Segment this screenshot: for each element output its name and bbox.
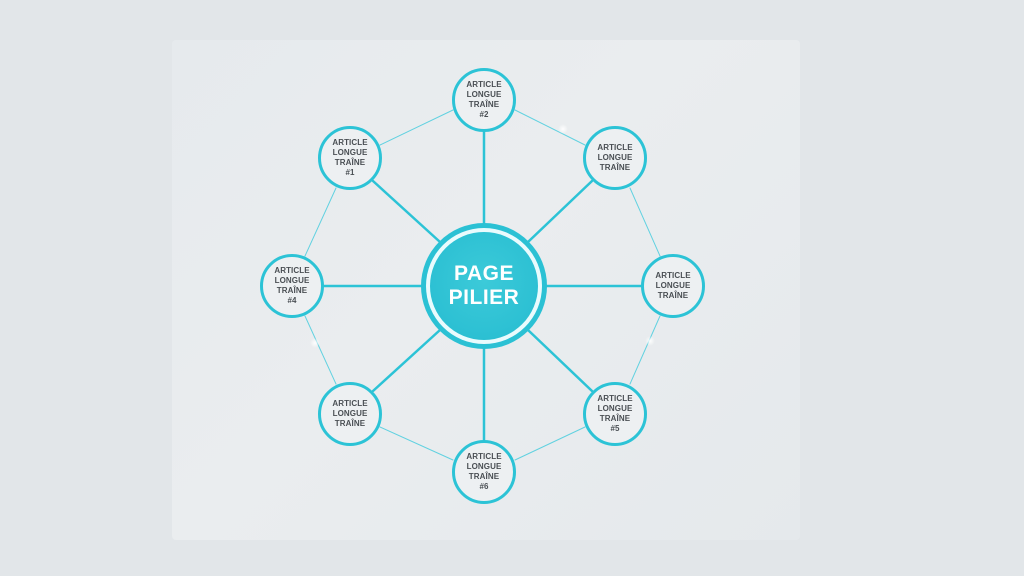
long-tail-article-node-4: ARTICLE LONGUE TRAÎNE #4 [260,254,324,318]
long-tail-article-node-bottom-left: ARTICLE LONGUE TRAÎNE [318,382,382,446]
spokes [322,130,643,442]
long-tail-article-node-top-right: ARTICLE LONGUE TRAÎNE [583,126,647,190]
pillar-page-node: PAGE PILIER [421,223,547,349]
long-tail-article-node-6: ARTICLE LONGUE TRAÎNE #6 [452,440,516,504]
sparkle-decoration [558,124,568,134]
ring-links [304,109,661,461]
sparkle-decoration [645,336,655,346]
long-tail-article-node-2: ARTICLE LONGUE TRAÎNE #2 [452,68,516,132]
pillar-page-label: PAGE PILIER [430,232,538,340]
long-tail-article-node-right: ARTICLE LONGUE TRAÎNE [641,254,705,318]
long-tail-article-node-5: ARTICLE LONGUE TRAÎNE #5 [583,382,647,446]
sparkle-decoration [310,338,320,348]
long-tail-article-node-1: ARTICLE LONGUE TRAÎNE #1 [318,126,382,190]
